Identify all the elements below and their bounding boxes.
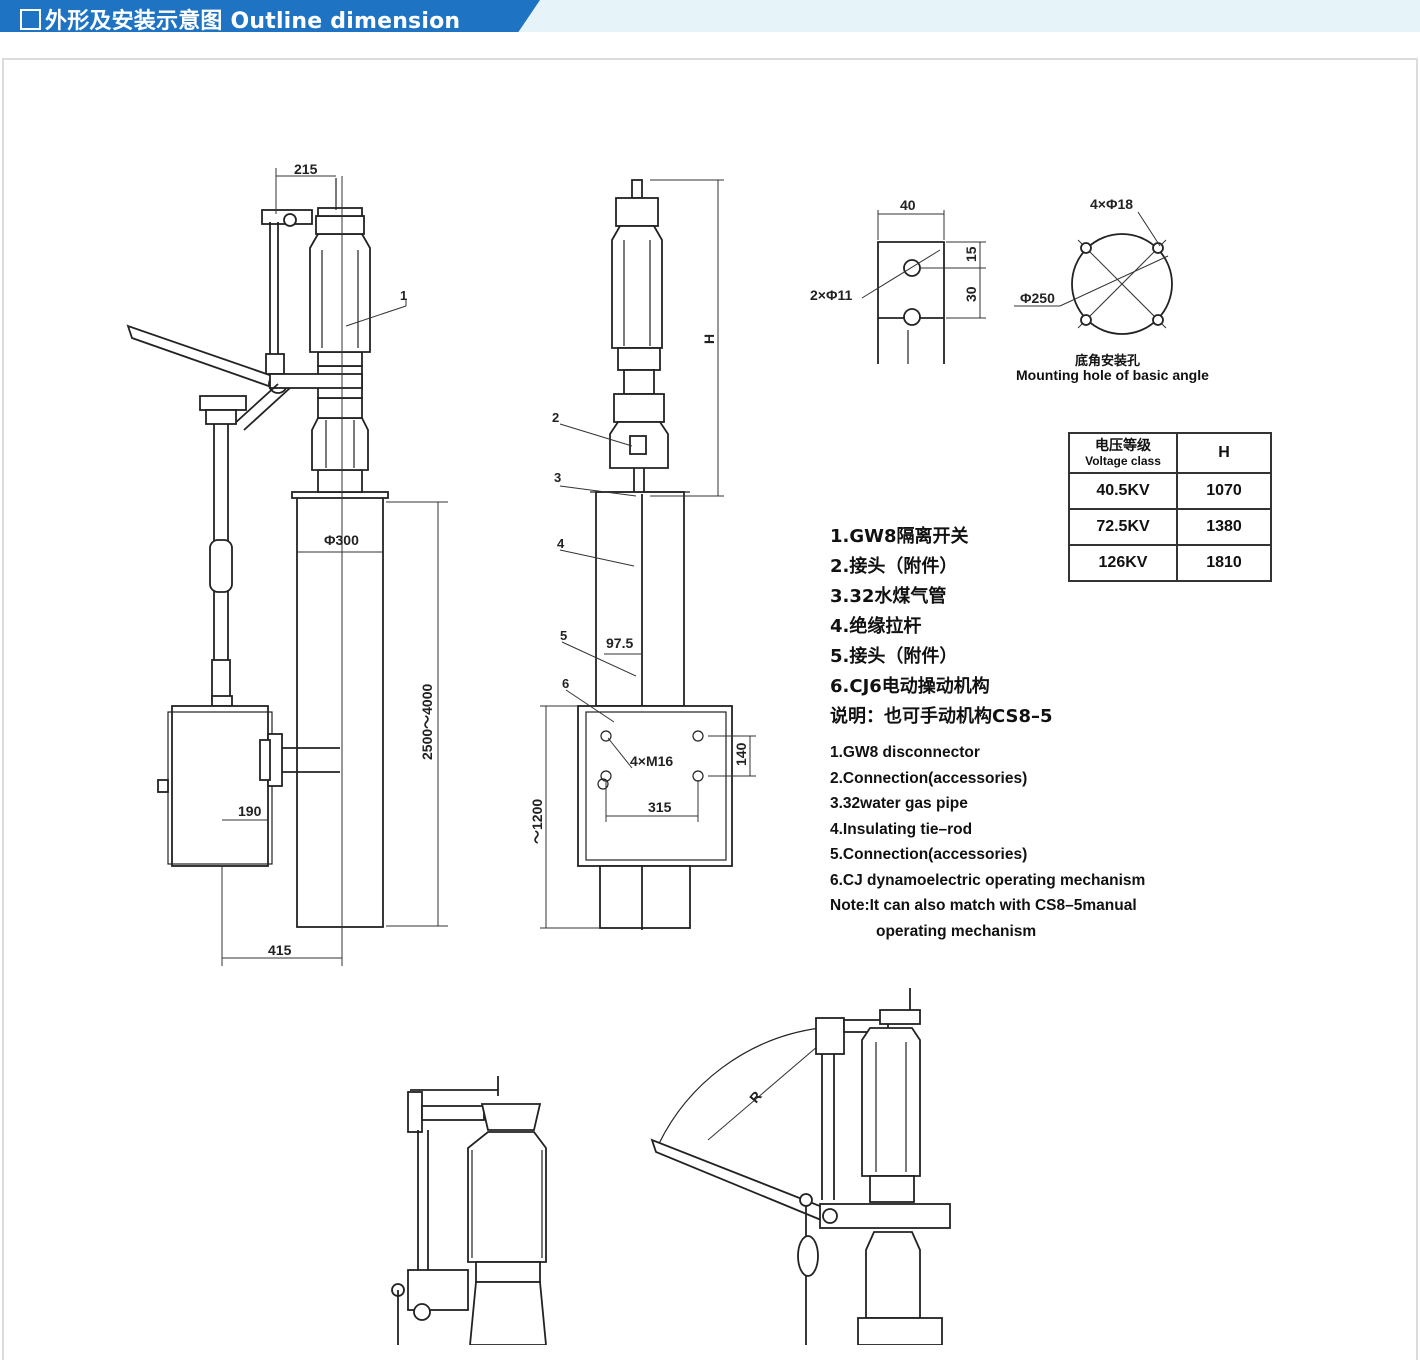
dim-phi300: Φ300 [324, 532, 359, 548]
operating-arm [126, 324, 286, 392]
left-tie-rod-coupling [209, 539, 233, 593]
voltage-class-cn: 电压等级 [1095, 438, 1151, 454]
bottom-left-insulator [467, 1131, 547, 1263]
dimension-labels: 215 Φ300 2500～4000 190 415 H 97.5 4×M16 … [238, 161, 1133, 1106]
swing-arm [650, 1138, 832, 1224]
lower-insulator [311, 417, 369, 471]
dim-phi250: Φ250 [1020, 290, 1055, 306]
center-mast [595, 491, 685, 707]
h-cell: 1070 [1176, 472, 1272, 510]
dim-1200: ～1200 [529, 799, 545, 844]
voltage-class-header: 电压等级 Voltage class [1068, 432, 1178, 474]
bottom-right-view [650, 988, 951, 1345]
dim-height-range: 2500～4000 [419, 683, 435, 760]
callout-1: 1 [400, 288, 407, 303]
left-mechanism-box [171, 705, 269, 867]
legend-en-note: Note:It can also match with CS8–5manual [830, 897, 1137, 914]
legend-en-item: 1.GW8 disconnector [830, 744, 980, 761]
legend-en-item: 5.Connection(accessories) [830, 846, 1028, 863]
legend-cn-item: 3.32水煤气管 [830, 586, 947, 607]
table-row: 72.5KV 1380 [1068, 508, 1272, 546]
basic-angle-view [1014, 211, 1173, 335]
legend-cn-item: 5.接头（附件） [830, 646, 958, 667]
dim-30: 30 [963, 286, 979, 302]
dim-radius: R [746, 1088, 765, 1106]
dim-315: 315 [648, 799, 672, 815]
dim-2xphi11: 2×Φ11 [810, 287, 852, 303]
dim-15: 15 [963, 246, 979, 262]
center-view [540, 179, 756, 930]
section-title: 外形及安装示意图 Outline dimension [20, 3, 460, 35]
voltage-cell: 72.5KV [1068, 508, 1178, 546]
legend-en-item: 6.CJ dynamoelectric operating mechanism [830, 872, 1146, 889]
callout-5: 5 [560, 628, 567, 643]
voltage-cell: 40.5KV [1068, 472, 1178, 510]
left-view [126, 168, 448, 966]
voltage-class-en: Voltage class [1085, 454, 1161, 468]
left-mast [296, 493, 384, 928]
dim-4xphi18: 4×Φ18 [1090, 196, 1133, 212]
dim-40: 40 [900, 197, 916, 213]
mounting-plate-view [861, 210, 986, 364]
legend-cn-item: 4.绝缘拉杆 [830, 616, 922, 637]
legend-en-item: 3.32water gas pipe [830, 795, 968, 812]
callout-2: 2 [552, 410, 559, 425]
h-header: H [1176, 432, 1272, 474]
h-cell: 1810 [1176, 544, 1272, 582]
center-mechanism-box [577, 705, 733, 867]
callout-6: 6 [562, 676, 569, 691]
table-row: 40.5KV 1070 [1068, 472, 1272, 510]
legend-en-item: 4.Insulating tie–rod [830, 821, 973, 838]
bottom-right-insulator [861, 1027, 921, 1177]
checkbox-square-icon [20, 9, 41, 30]
section-header: 外形及安装示意图 Outline dimension [0, 0, 1420, 35]
angle-caption-en: Mounting hole of basic angle [1016, 367, 1209, 383]
upper-insulator [309, 233, 371, 353]
swing-arc [655, 1027, 821, 1151]
center-insulator [611, 225, 663, 349]
callout-numbers: 1 2 3 4 5 6 [400, 288, 569, 691]
legend-en-item: 2.Connection(accessories) [830, 770, 1028, 787]
voltage-cell: 126KV [1068, 544, 1178, 582]
dim-4xm16: 4×M16 [630, 753, 673, 769]
voltage-table-header: 电压等级 Voltage class H [1068, 432, 1272, 474]
dim-97-5: 97.5 [606, 635, 633, 651]
bottom-left-view [391, 1076, 547, 1345]
callout-4: 4 [557, 536, 565, 551]
legend-cn-note: 说明：也可手动机构CS8–5 [830, 706, 1053, 727]
dim-415: 415 [268, 942, 292, 958]
callout-3: 3 [554, 470, 561, 485]
header-tab [0, 0, 540, 32]
h-cell: 1380 [1176, 508, 1272, 546]
section-title-text: 外形及安装示意图 Outline dimension [45, 9, 461, 34]
angle-caption-cn: 底角安装孔 [1075, 354, 1141, 369]
table-row: 126KV 1810 [1068, 544, 1272, 582]
dim-215: 215 [294, 161, 318, 177]
voltage-table: 电压等级 Voltage class H 40.5KV 1070 72.5KV … [1068, 432, 1272, 582]
dim-140: 140 [733, 742, 749, 766]
dim-190: 190 [238, 803, 262, 819]
legend-cn-item: 1.GW8隔离开关 [830, 526, 969, 547]
drawing-panel [2, 58, 1418, 1360]
legend-cn-item: 2.接头（附件） [830, 556, 958, 577]
dim-h: H [701, 334, 717, 344]
legend-en-note-cont: operating mechanism [876, 923, 1037, 940]
legend-cn-item: 6.CJ6电动操动机构 [830, 676, 990, 697]
